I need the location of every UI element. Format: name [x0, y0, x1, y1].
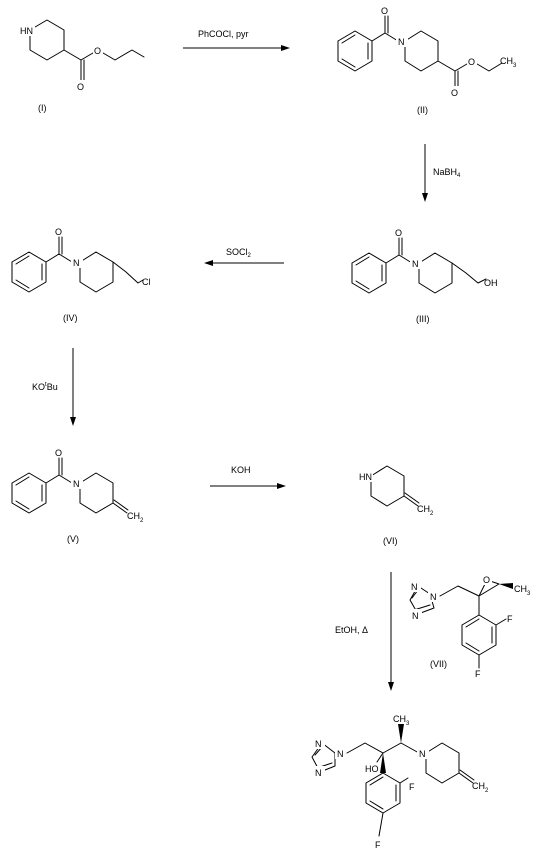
group-ch2: CH2	[472, 781, 489, 794]
compound-VII: N N N O CH3 F F	[409, 573, 531, 679]
compound-label-II: (II)	[417, 105, 428, 115]
group-ho: HO	[365, 764, 379, 774]
arrow-step1	[183, 45, 290, 51]
atom-nh: HN	[359, 472, 372, 482]
group-ch3: CH3	[514, 584, 531, 597]
atom-n: N	[315, 768, 322, 778]
atom-f: F	[475, 669, 481, 679]
group-ch2: CH2	[417, 504, 434, 517]
atom-n: N	[398, 37, 405, 47]
atom-o: O	[395, 228, 402, 238]
atom-f: F	[375, 840, 381, 850]
atom-o: O	[77, 82, 84, 92]
compound-II: O N O O CH3	[337, 6, 517, 98]
compound-III: O N OH	[351, 228, 498, 294]
atom-f: F	[507, 614, 513, 624]
atom-o: O	[55, 448, 62, 458]
compound-label-IV: (IV)	[63, 313, 78, 323]
atom-o: O	[468, 57, 475, 67]
atom-nh: HN	[20, 26, 33, 36]
group-ch3: CH3	[500, 56, 517, 69]
atom-o: O	[55, 227, 62, 237]
atom-n: N	[315, 739, 322, 749]
arrow-step5	[210, 483, 286, 489]
compound-VI: HN CH2	[357, 465, 434, 517]
arrow-step4	[70, 348, 76, 426]
compound-label-VI: (VI)	[383, 536, 398, 546]
arrow-step3	[204, 260, 284, 266]
atom-n: N	[337, 749, 344, 759]
atom-n: N	[73, 258, 80, 268]
compound-label-III: (III)	[416, 314, 430, 324]
reagent-step5: KOH	[231, 465, 251, 475]
reagent-step6: EtOH, Δ	[335, 625, 368, 635]
compound-IV: O N Cl	[11, 227, 151, 293]
group-oh: OH	[484, 278, 498, 288]
compound-I: HN O O	[20, 19, 145, 92]
group-ch2: CH2	[127, 511, 144, 524]
atom-o: O	[381, 6, 388, 16]
reagent-step1: PhCOCl, pyr	[198, 29, 249, 39]
atom-n: N	[430, 592, 437, 602]
final-product: N N N HO CH3 N CH2 F F	[311, 714, 489, 850]
atom-n: N	[411, 582, 418, 592]
reagent-step2: NaBH4	[433, 167, 461, 179]
compound-label-VII: (VII)	[430, 659, 447, 669]
group-cl: Cl	[142, 277, 151, 287]
atom-n: N	[412, 259, 419, 269]
atom-o: O	[94, 46, 101, 56]
reagent-step4: KOtBu	[32, 382, 58, 392]
atom-o: O	[451, 88, 458, 98]
compound-V: O N CH2	[11, 448, 144, 524]
group-ch3: CH3	[393, 714, 410, 727]
reagent-step3: SOCl2	[226, 247, 252, 259]
compound-label-I: (I)	[38, 103, 47, 113]
atom-n: N	[419, 749, 426, 759]
arrow-step2	[422, 144, 428, 202]
atom-n: N	[73, 479, 80, 489]
compound-label-V: (V)	[67, 534, 79, 544]
atom-o: O	[483, 575, 490, 585]
atom-n: N	[412, 611, 419, 621]
arrow-step6	[388, 572, 394, 691]
atom-f: F	[409, 782, 415, 792]
